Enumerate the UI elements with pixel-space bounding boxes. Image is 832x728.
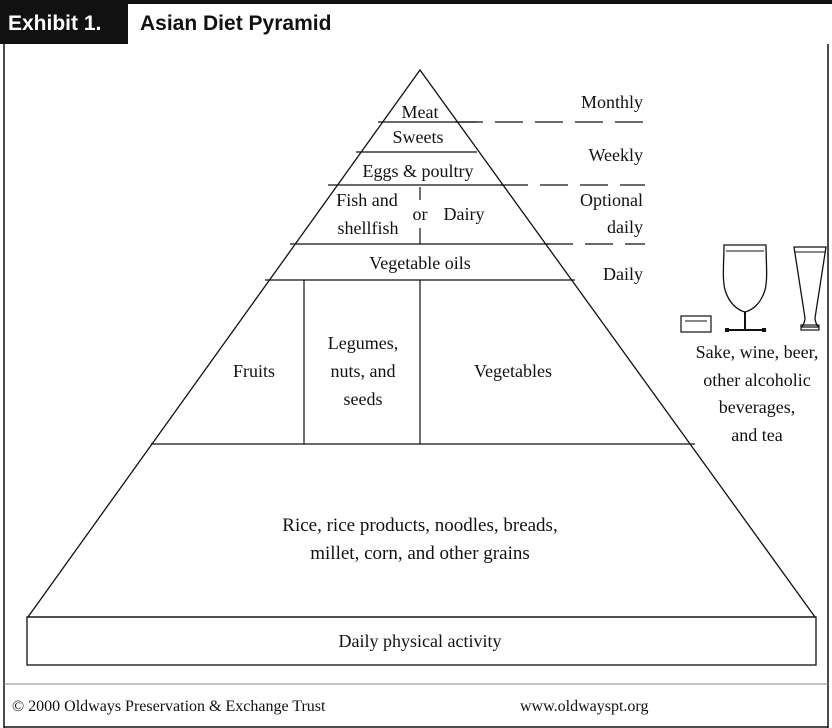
legumes-label-line2: nuts, and	[331, 361, 396, 381]
copyright-text: © 2000 Oldways Preservation & Exchange T…	[12, 698, 326, 715]
grains-label-line1: Rice, rice products, noodles, breads,	[282, 515, 557, 536]
weekly-label: Weekly	[588, 145, 643, 165]
activity-label: Daily physical activity	[339, 631, 502, 651]
vegetables-label: Vegetables	[474, 361, 552, 381]
vegetable-oils-label: Vegetable oils	[369, 253, 470, 273]
legumes-label-line1: Legumes,	[328, 333, 398, 353]
sweets-label: Sweets	[393, 127, 444, 147]
legumes-label-line3: seeds	[344, 389, 383, 409]
beverages-label-line2: other alcoholic	[703, 370, 810, 390]
exhibit-label: Exhibit 1.	[0, 4, 128, 44]
beverages-label-line4: and tea	[731, 425, 782, 445]
optional-label-line1: Optional	[580, 190, 643, 210]
website-link[interactable]: www.oldwayspt.org	[520, 698, 648, 715]
beverages-label-line3: beverages,	[719, 397, 795, 417]
exhibit-title: Asian Diet Pyramid	[140, 12, 332, 35]
wine-glass-icon	[722, 244, 768, 332]
daily-label: Daily	[603, 264, 643, 284]
dairy-label: Dairy	[444, 204, 485, 224]
beverages-label-line1: Sake, wine, beer,	[696, 342, 819, 362]
top-rule	[0, 0, 832, 4]
grains-label-line2: millet, corn, and other grains	[310, 543, 530, 564]
fish-label-line2: shellfish	[338, 218, 399, 238]
monthly-label: Monthly	[581, 92, 643, 112]
fish-label-line1: Fish and	[336, 190, 398, 210]
or-label: or	[413, 204, 428, 224]
meat-label: Meat	[402, 102, 439, 122]
activity-box	[26, 616, 817, 666]
sake-cup-icon	[680, 315, 712, 333]
optional-label-line2: daily	[607, 217, 643, 237]
beer-glass-icon	[793, 246, 827, 331]
eggs-poultry-label: Eggs & poultry	[363, 161, 474, 181]
fruits-label: Fruits	[233, 361, 275, 381]
